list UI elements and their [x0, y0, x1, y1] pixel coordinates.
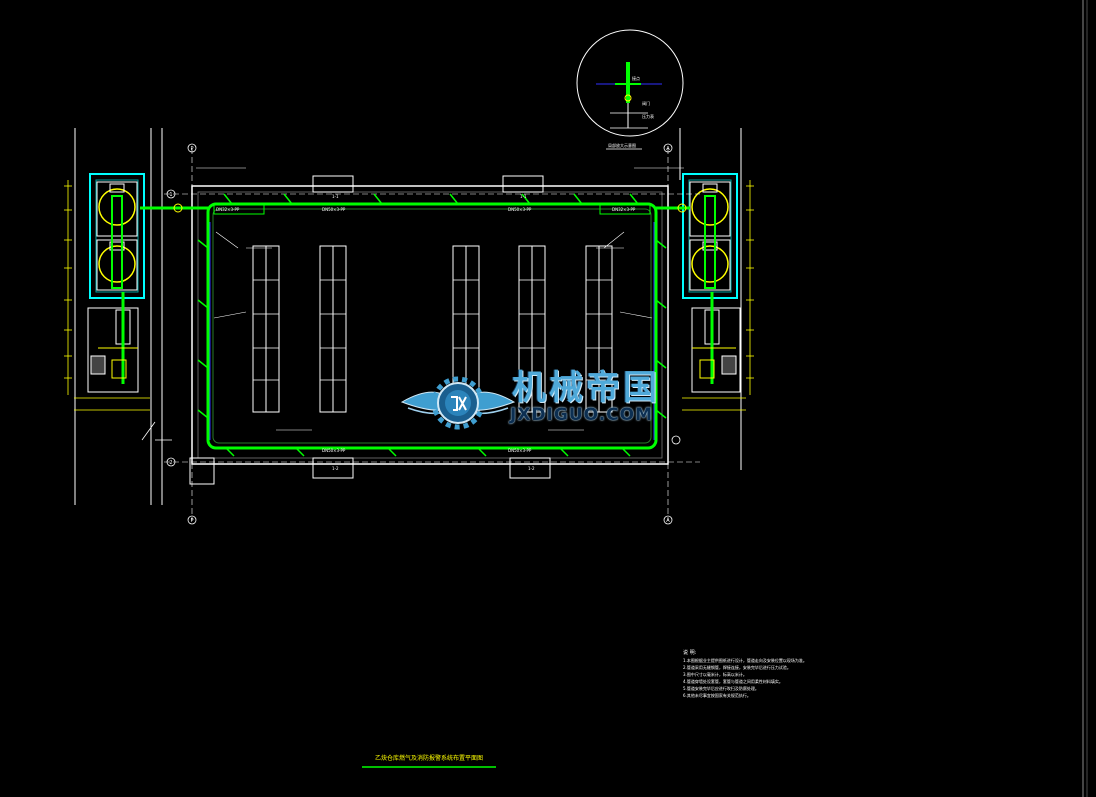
- annotation-leaders: [196, 167, 684, 431]
- left-cylinder-room: [67, 173, 150, 411]
- axis-label-row-bottom: 2: [169, 460, 172, 466]
- axis-label-row-top: 1: [169, 192, 172, 198]
- pipe-label-top-right: DN50×3-PP: [508, 207, 532, 212]
- detail-label-2: 阀门: [642, 100, 650, 106]
- axis-bubbles: [166, 143, 681, 525]
- rack-dividers: [253, 279, 612, 381]
- right-building-edge: [679, 128, 742, 470]
- left-building-edge: [74, 128, 172, 505]
- pipe-label-bottom-left: DN50×3-PP: [322, 448, 346, 453]
- notes-line: 2.管道采用无缝钢管，焊接连接，安装完毕后进行压力试验。: [683, 665, 791, 670]
- notes-line: 1.本图根据业主提供图纸进行设计，管道走向及安装位置以现场为准。: [683, 658, 807, 663]
- pipe-branches: [197, 193, 667, 457]
- detail-label-1: 接点: [632, 75, 640, 81]
- segment-label-3: 1-2: [332, 466, 339, 471]
- axis-label-left-bottom: P: [190, 518, 193, 524]
- pipe-label-branch-right: DN32×3-PP: [612, 207, 636, 212]
- detail-callout: [576, 29, 684, 150]
- axis-label-right-bottom: A: [666, 518, 670, 524]
- pipe-label-bottom-right: DN50×3-PP: [508, 448, 532, 453]
- dimension-ticks: [64, 185, 754, 379]
- detail-caption: 局部放大示意图: [608, 142, 636, 148]
- axis-labels: P A P A 1 2: [169, 146, 670, 524]
- main-hall: [164, 148, 700, 520]
- gas-pipe-loop: [140, 202, 690, 450]
- notes-line: 5.管道安装完毕后应进行吹扫及防腐处理。: [683, 686, 759, 691]
- detail-label-3: 压力表: [642, 113, 654, 119]
- watermark-en: JXDIGUO.COM: [510, 405, 654, 425]
- segment-label-1: 1-1: [332, 194, 339, 199]
- notes-line: 3.图中尺寸以毫米计，标高以米计。: [683, 672, 747, 677]
- notes-line: 6.其他未尽事宜按国家有关规范执行。: [683, 693, 751, 698]
- watermark-cn: 机械帝国: [512, 368, 660, 408]
- watermark: 机械帝国 JXDIGUO.COM: [400, 368, 700, 438]
- axis-label-right-top: A: [666, 146, 670, 152]
- notes-line: 4.管道穿墙处设套管，套管与管道之间用柔性材料填实。: [683, 679, 783, 684]
- right-cylinder-room: [682, 173, 751, 411]
- design-notes: 说 明: 1.本图根据业主提供图纸进行设计，管道走向及安装位置以现场为准。 2.…: [683, 650, 893, 699]
- axis-label-left-top: P: [190, 146, 193, 152]
- pipe-label-top-left: DN50×3-PP: [322, 207, 346, 212]
- pipe-labels: DN50×3-PP DN50×3-PP DN50×3-PP DN50×3-PP …: [216, 194, 636, 471]
- segment-label-4: 1-2: [528, 466, 535, 471]
- pipe-label-branch-left: DN32×3-PP: [216, 207, 240, 212]
- drawing-title: 乙炔仓库燃气及消防报警系统布置平面图: [362, 754, 496, 768]
- notes-heading: 说 明:: [683, 650, 697, 656]
- segment-label-2: 1-1: [520, 194, 527, 199]
- detail-labels: 接点 阀门 压力表 局部放大示意图: [608, 75, 654, 148]
- jx-gear-wing-icon: [400, 376, 516, 430]
